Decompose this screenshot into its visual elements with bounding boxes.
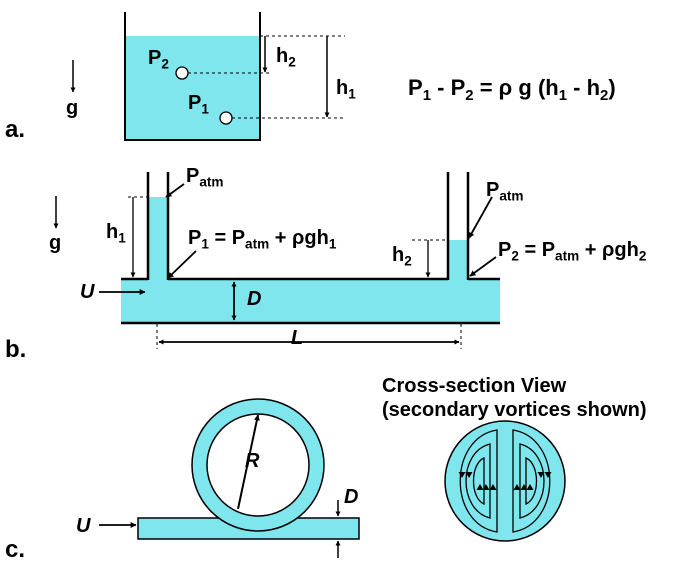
panel-a — [70, 12, 345, 141]
h1-label-b: h1 — [106, 221, 126, 246]
gravity-label-a: g — [66, 97, 79, 119]
p2-label: P2 — [148, 47, 169, 72]
left-standpipe-fluid — [148, 197, 168, 280]
point-p1-marker — [219, 111, 233, 125]
p2-equation: P2 = Patm + ρgh2 — [498, 239, 647, 264]
pipe-fluid — [121, 279, 500, 323]
velocity-label-c: U — [76, 515, 91, 537]
panel-a-label: a. — [5, 116, 26, 143]
patm-left-label: Patm — [186, 165, 224, 190]
diameter-label-c: D — [344, 486, 359, 508]
tank-fluid — [125, 36, 260, 140]
p1-equation: P1 = Patm + ρgh1 — [188, 227, 337, 252]
panel-b — [53, 172, 500, 349]
p1-tap-arrow — [167, 250, 197, 279]
left-vortex — [459, 429, 498, 533]
radius-arrow — [237, 414, 260, 510]
h2-label-a: h2 — [276, 45, 296, 70]
cross-section-circle — [444, 420, 566, 542]
hydrostatic-equation: P1 - P2 = ρ g (h1 - h2) — [408, 75, 616, 104]
patm-left-arrow — [165, 183, 185, 198]
right-standpipe-fluid — [448, 240, 468, 280]
patm-right-arrow — [468, 196, 493, 239]
h1-label-a: h1 — [336, 77, 356, 102]
cross-section-title: Cross-section View — [382, 375, 567, 397]
velocity-label-b: U — [80, 281, 95, 303]
pipe-loop-inner — [206, 413, 310, 517]
panel-b-label: b. — [5, 336, 27, 363]
radius-label: R — [245, 450, 260, 472]
diameter-label-b: D — [247, 288, 262, 310]
vortex-direction-arrows — [458, 472, 552, 490]
p2-tap-arrow — [469, 256, 497, 277]
p1-label: P1 — [188, 92, 209, 117]
panel-c — [99, 398, 566, 558]
cross-section-subtitle: (secondary vortices shown) — [382, 399, 647, 421]
right-vortex — [512, 429, 551, 533]
point-p2-marker — [175, 66, 189, 80]
gravity-label-b: g — [49, 232, 62, 254]
panel-c-label: c. — [5, 536, 26, 563]
length-label: L — [291, 327, 304, 349]
h2-label-b: h2 — [392, 244, 412, 269]
patm-right-label: Patm — [486, 179, 524, 204]
